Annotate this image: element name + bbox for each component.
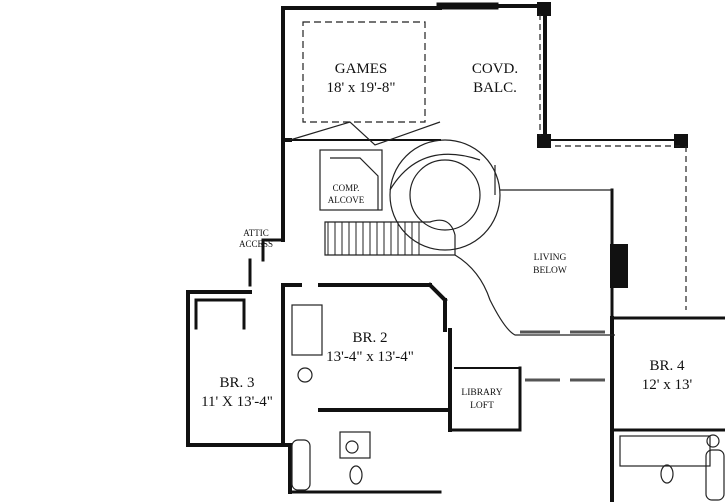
games-room-size: 18' x 19'-8" (326, 80, 395, 96)
attic-access-line2: ACCESS (239, 239, 273, 249)
comp-alcove-line1: COMP. (333, 183, 360, 193)
br2-size: 13'-4" x 13'-4" (326, 349, 414, 365)
br4-name: BR. 4 (649, 358, 685, 374)
br4-size: 12' x 13' (642, 377, 693, 393)
room-labels: GAMES 18' x 19'-8" COVD. BALC. COMP. ALC… (201, 61, 692, 411)
library-loft-line2: LOFT (470, 401, 494, 411)
games-room-name: GAMES (335, 61, 388, 77)
br3-size: 11' X 13'-4" (201, 394, 273, 410)
covd-balc-line1: COVD. (472, 61, 518, 77)
attic-access-line1: ATTIC (243, 228, 269, 238)
walls (186, 2, 725, 502)
br2-name: BR. 2 (352, 330, 387, 346)
living-below-line2: BELOW (533, 266, 567, 276)
covd-balc-line2: BALC. (473, 80, 517, 96)
library-loft-line1: LIBRARY (461, 388, 502, 398)
thin-lines (289, 14, 725, 501)
br3-name: BR. 3 (219, 375, 254, 391)
living-below-line1: LIVING (534, 253, 567, 263)
comp-alcove-line2: ALCOVE (328, 195, 365, 205)
